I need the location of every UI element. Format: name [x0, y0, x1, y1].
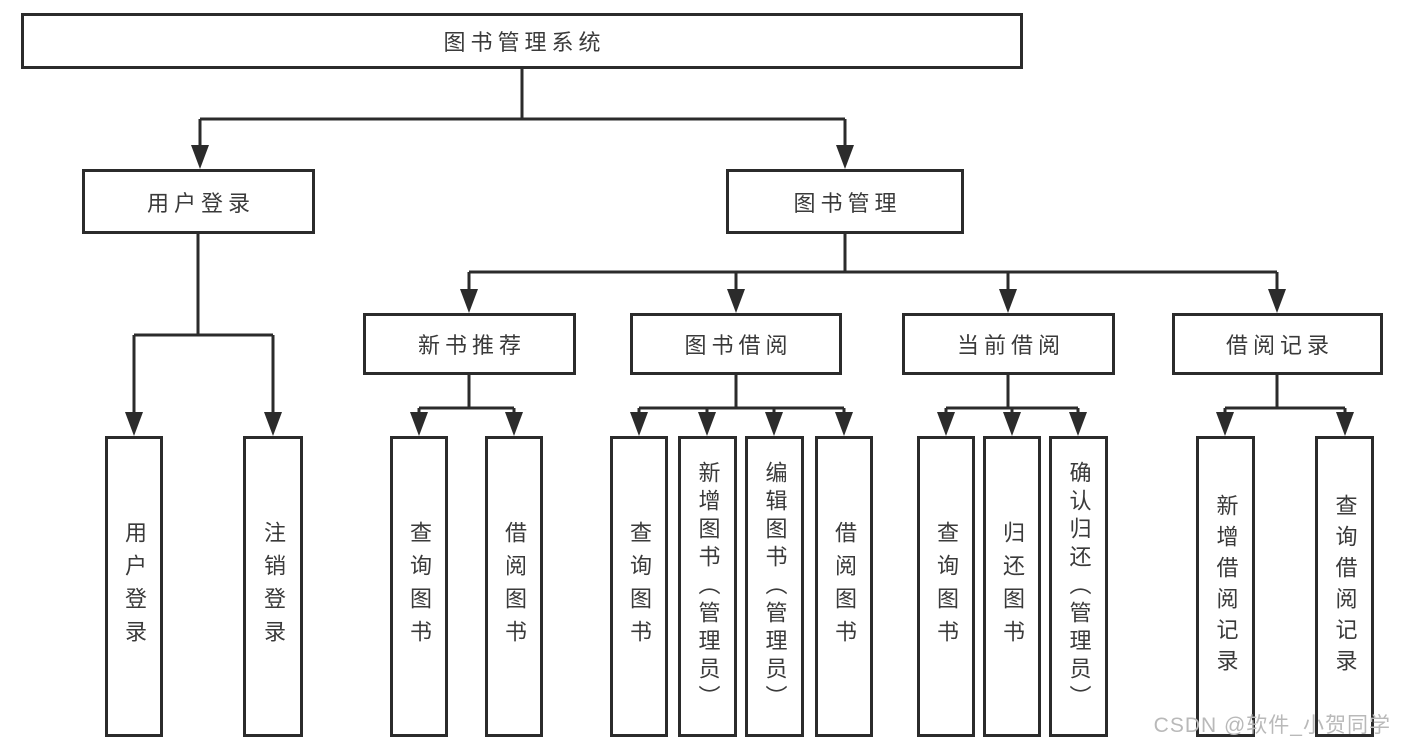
leaf-user-login: 用户登录 [105, 436, 163, 737]
leaf-bb-borrow-books-label: 借阅图书 [832, 520, 857, 653]
node-new-book-recommend: 新书推荐 [363, 313, 576, 375]
leaf-nbr-query-books: 查询图书 [390, 436, 448, 737]
leaf-bb-add-books-admin: 新增图书（管理员） [678, 436, 737, 737]
leaf-cb-confirm-return-admin: 确认归还（管理员） [1049, 436, 1108, 737]
leaf-br-add-record-label: 新增借阅记录 [1213, 493, 1239, 680]
leaf-nbr-borrow-books: 借阅图书 [485, 436, 543, 737]
node-new-book-recommend-label: 新书推荐 [417, 333, 526, 358]
node-user-login: 用户登录 [82, 169, 315, 234]
node-root: 图书管理系统 [21, 13, 1023, 69]
leaf-br-query-record: 查询借阅记录 [1315, 436, 1374, 737]
leaf-cb-return-books: 归还图书 [983, 436, 1041, 737]
node-borrow-records-label: 借阅记录 [1225, 333, 1334, 358]
node-borrow-records: 借阅记录 [1172, 313, 1383, 375]
leaf-logout: 注销登录 [243, 436, 303, 737]
leaf-cb-query-books: 查询图书 [917, 436, 975, 737]
node-book-borrow-label: 图书借阅 [684, 333, 793, 358]
leaf-nbr-query-books-label: 查询图书 [407, 520, 432, 653]
leaf-user-login-label: 用户登录 [122, 520, 147, 653]
node-book-management-label: 图书管理 [793, 190, 902, 216]
leaf-bb-query-books-label: 查询图书 [627, 520, 652, 653]
leaf-bb-add-books-admin-label: 新增图书（管理员） [695, 460, 721, 713]
leaf-bb-edit-books-admin-label: 编辑图书（管理员） [762, 460, 788, 713]
node-user-login-label: 用户登录 [146, 190, 255, 216]
leaf-logout-label: 注销登录 [261, 520, 286, 653]
node-root-label: 图书管理系统 [443, 30, 606, 55]
leaf-cb-confirm-return-admin-label: 确认归还（管理员） [1066, 460, 1092, 713]
leaf-bb-query-books: 查询图书 [610, 436, 668, 737]
node-book-borrow: 图书借阅 [630, 313, 842, 375]
leaf-bb-edit-books-admin: 编辑图书（管理员） [745, 436, 804, 737]
node-current-borrow: 当前借阅 [902, 313, 1115, 375]
leaf-bb-borrow-books: 借阅图书 [815, 436, 873, 737]
csdn-watermark: CSDN @软件_小贺同学 [1153, 714, 1391, 737]
node-current-borrow-label: 当前借阅 [956, 333, 1065, 358]
leaf-nbr-borrow-books-label: 借阅图书 [502, 520, 527, 653]
leaf-br-add-record: 新增借阅记录 [1196, 436, 1255, 737]
leaf-cb-query-books-label: 查询图书 [934, 520, 959, 653]
node-book-management: 图书管理 [726, 169, 964, 234]
leaf-cb-return-books-label: 归还图书 [1000, 520, 1025, 653]
leaf-br-query-record-label: 查询借阅记录 [1332, 493, 1358, 680]
